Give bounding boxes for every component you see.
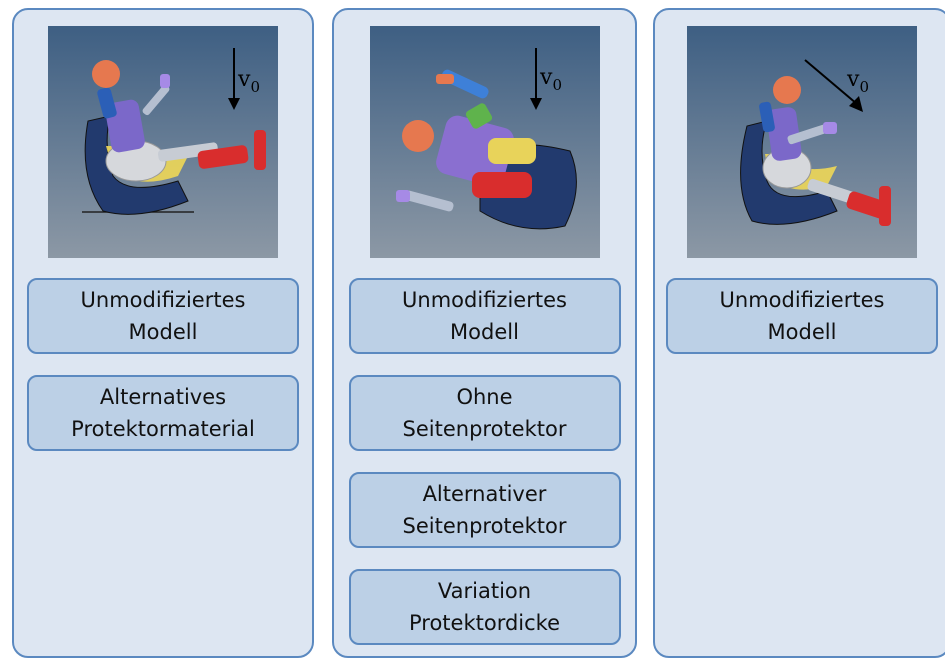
option-line2: Modell (767, 320, 837, 344)
svg-text:v0: v0 (846, 67, 869, 96)
simulation-image-1: v0 (48, 26, 278, 258)
option-line2: Protektordicke (408, 611, 561, 635)
panel-seated-vertical: v0 Unmodifiziertes Modell Alternatives P… (12, 8, 314, 658)
option-line1: Unmodifiziertes (80, 288, 246, 312)
option-line1: Unmodifiziertes (719, 288, 885, 312)
option-line2: Seitenprotektor (402, 514, 567, 538)
svg-text:v0: v0 (539, 65, 562, 94)
option-line2: Seitenprotektor (402, 417, 567, 441)
option-protector-thickness-variation[interactable]: Variation Protektordicke (348, 569, 621, 645)
simulation-image-3: v0 (687, 26, 917, 258)
option-alternative-protector-material[interactable]: Alternatives Protektormaterial (27, 375, 299, 451)
option-unmodified-model[interactable]: Unmodifiziertes Modell (348, 278, 621, 354)
option-line1: Unmodifiziertes (402, 288, 567, 312)
svg-text:v0: v0 (237, 67, 260, 96)
dummy-seat-icon: v0 (395, 48, 577, 230)
simulation-image-2: v0 (369, 26, 600, 258)
option-alternative-side-protector[interactable]: Alternativer Seitenprotektor (348, 472, 621, 548)
option-line2: Modell (128, 320, 198, 344)
dummy-seat-icon: v0 (740, 59, 891, 226)
option-unmodified-model[interactable]: Unmodifiziertes Modell (666, 278, 938, 354)
panel-seated-oblique: v0 Unmodifiziertes Modell (653, 8, 945, 658)
option-line1: Alternatives (99, 385, 227, 409)
option-unmodified-model[interactable]: Unmodifiziertes Modell (27, 278, 299, 354)
option-line1: Variation (437, 579, 532, 603)
option-line2: Protektormaterial (71, 417, 255, 441)
option-line1: Alternativer (422, 482, 547, 506)
option-line1: Ohne (456, 385, 513, 409)
option-without-side-protector[interactable]: Ohne Seitenprotektor (348, 375, 621, 451)
panel-lying-vertical: v0 Unmodifiziertes Modell Ohne Seitenpro… (332, 8, 637, 658)
option-line2: Modell (450, 320, 519, 344)
dummy-seat-icon: v0 (82, 48, 266, 215)
